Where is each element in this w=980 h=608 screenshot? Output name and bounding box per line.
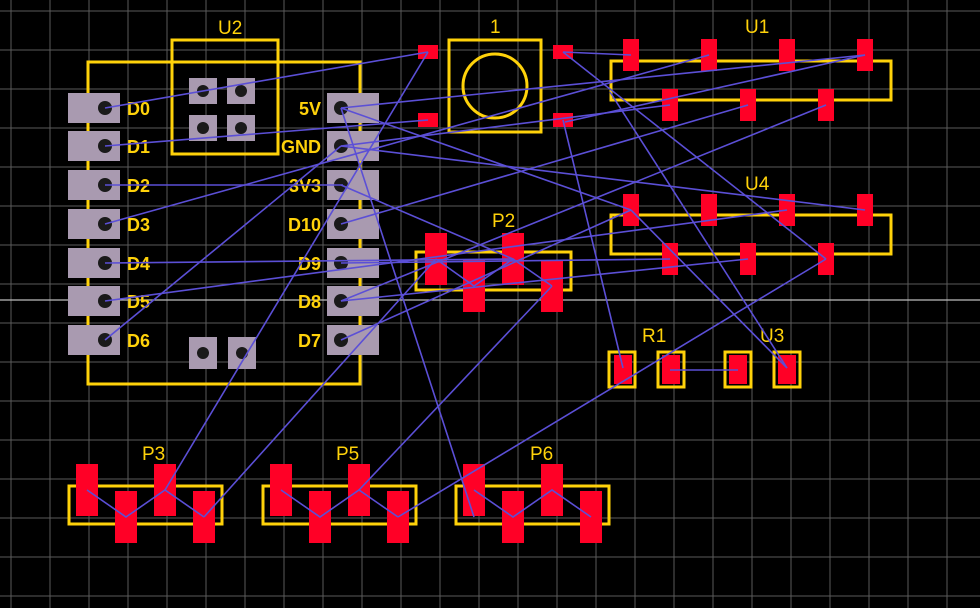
u4-label: U4 [745, 174, 770, 195]
component-1-label: 1 [490, 17, 501, 38]
p5-outline [261, 484, 418, 526]
ratsnest-line [104, 54, 710, 225]
p3-outline [67, 484, 224, 526]
ratsnest-line [104, 51, 429, 109]
p6-outline [454, 484, 611, 526]
u2-bottom-hole [236, 347, 248, 359]
ratsnest-line [609, 91, 788, 369]
u3-label: U3 [760, 326, 784, 347]
ratsnest-line [340, 54, 866, 109]
u2-pin-label-d8: D8 [298, 292, 321, 312]
ratsnest-line [340, 258, 671, 264]
ratsnest-line [562, 51, 632, 56]
ratsnest-line [397, 258, 827, 518]
u2-pin-label-d1: D1 [127, 137, 150, 157]
ratsnest-line [340, 104, 749, 225]
ratsnest-line [435, 258, 553, 287]
u2-pin-label-d6: D6 [127, 331, 150, 351]
ratsnest-line [340, 104, 671, 147]
ratsnest-line [164, 51, 429, 491]
ratsnest-line [280, 489, 399, 518]
u4-pad[interactable] [701, 194, 717, 226]
ratsnest-line [340, 107, 475, 518]
p2-label: P2 [492, 211, 515, 232]
p5-label: P5 [336, 444, 359, 465]
ratsnest-line [340, 145, 866, 211]
u2-pin-pad-left[interactable] [68, 209, 120, 239]
ratsnest-line [340, 209, 632, 341]
u1-pad[interactable] [779, 39, 795, 71]
u2-pin-label-3v3: 3V3 [289, 176, 321, 196]
u2-pin-label-d7: D7 [298, 331, 321, 351]
component-u3[interactable]: U3 [723, 326, 802, 389]
ratsnest-line [473, 489, 592, 518]
r1-label: R1 [642, 326, 666, 347]
u2-pin-label-d4: D4 [127, 254, 150, 274]
ratsnest-line [630, 209, 788, 369]
ratsnest-line [104, 209, 788, 302]
component-1-circle [461, 52, 529, 120]
r1-pad[interactable] [614, 355, 632, 384]
u2-center-hole [235, 122, 247, 134]
u2-pin-label-5v: 5V [299, 99, 321, 119]
u3-pad-outline [772, 350, 802, 389]
ratsnest-line [104, 145, 342, 341]
u2-bottom-hole [197, 347, 209, 359]
ratsnest-line [562, 51, 827, 260]
ratsnest-line [358, 285, 553, 491]
u1-label: U1 [745, 17, 769, 38]
ratsnest-line [104, 119, 429, 147]
u2-pin-label-d2: D2 [127, 176, 150, 196]
ratsnest [86, 51, 866, 518]
u2-label: U2 [218, 18, 242, 39]
ratsnest-line [564, 54, 866, 123]
ratsnest-line [340, 258, 749, 302]
u2-pin-pad-left[interactable] [68, 286, 120, 316]
p3-label: P3 [142, 444, 165, 465]
u2-center-hole [235, 85, 247, 97]
ratsnest-line [562, 119, 624, 369]
r1-pad-outline [607, 350, 637, 389]
ratsnest-line [86, 489, 205, 518]
component-u2[interactable]: U2 D0 D1 D2 D3 D4 D5 [68, 18, 379, 386]
u2-pin-pad-left[interactable] [68, 325, 120, 355]
u2-pin-label-gnd: GND [281, 137, 321, 157]
component-1-outline [447, 38, 543, 134]
ratsnest-line [203, 258, 437, 518]
p6-label: P6 [530, 444, 553, 465]
u2-pin-label-d3: D3 [127, 215, 150, 235]
u2-pin-pad-left[interactable] [68, 93, 120, 123]
ratsnest-line [340, 107, 632, 211]
component-u1[interactable]: U1 [609, 17, 893, 121]
u2-center-hole [197, 122, 209, 134]
u2-pin-label-d10: D10 [288, 215, 321, 235]
